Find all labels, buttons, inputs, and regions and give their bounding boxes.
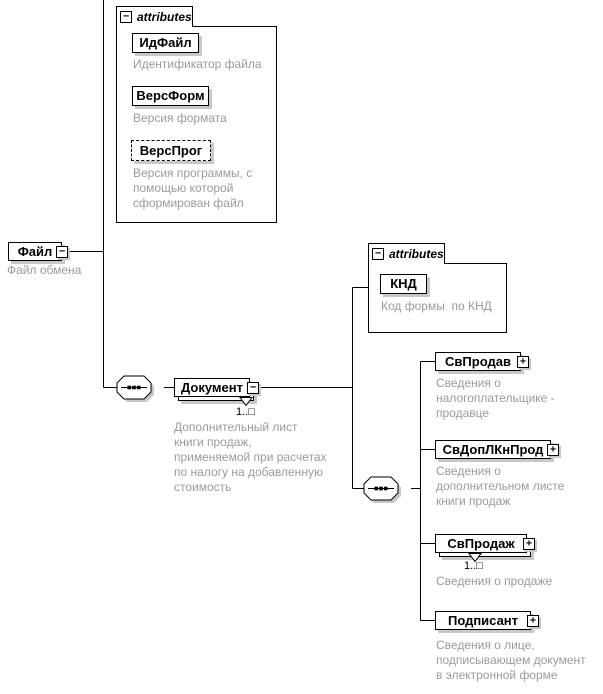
attributes-tab-document[interactable]: − attributes (368, 243, 445, 264)
svprodazh-annotation: Сведения о продаже (436, 574, 553, 588)
collapse-icon[interactable]: − (247, 382, 259, 394)
expand-icon[interactable]: + (517, 356, 529, 368)
sequence-compositor-document[interactable] (363, 476, 401, 503)
element-file-box[interactable]: Файл (8, 242, 62, 261)
attribute-versform-box[interactable]: ВерсФорм (132, 86, 209, 106)
element-svprodazh-box[interactable]: СвПродаж (435, 534, 527, 553)
expand-icon[interactable]: + (547, 444, 559, 456)
element-svdoplknprod-box[interactable]: СвДопЛКнПрод (435, 440, 551, 459)
document-occurs: 1..□ (236, 406, 255, 418)
expand-icon[interactable]: + (523, 538, 535, 550)
svdoplknprod-annotation: Сведения о дополнительном листе книги пр… (436, 464, 565, 508)
collapse-icon[interactable]: − (56, 246, 68, 258)
collapse-icon[interactable]: − (120, 11, 132, 23)
attribute-knd-box[interactable]: КНД (380, 274, 427, 294)
element-svprodav-box[interactable]: СвПродав (435, 352, 521, 371)
attribute-idfile-box[interactable]: ИдФайл (132, 33, 199, 53)
element-podpisant-box[interactable]: Подписант (435, 611, 531, 630)
expand-icon[interactable]: + (527, 615, 539, 627)
attribute-knd-annotation: Код формы по КНД (381, 299, 492, 313)
svprodav-annotation: Сведения о налогоплательщике - продавце (436, 376, 555, 420)
attributes-label: attributes (389, 247, 444, 261)
element-document-box[interactable]: Документ (174, 378, 250, 397)
attributes-label: attributes (137, 10, 192, 24)
collapse-icon[interactable]: − (372, 248, 384, 260)
attributes-body-document (368, 263, 507, 333)
document-annotation: Дополнительный лист книги продаж, примен… (174, 420, 327, 494)
attributes-tab-file[interactable]: − attributes (116, 6, 193, 27)
svprodazh-occurs: 1..□ (464, 560, 483, 572)
attribute-idfile-annotation: Идентификатор файла (133, 57, 262, 71)
sequence-icon (368, 486, 394, 491)
sequence-compositor-file[interactable] (116, 375, 154, 402)
podpisant-annotation: Сведения о лице, подписывающем документ … (436, 638, 586, 682)
file-annotation: Файл обмена (7, 263, 82, 277)
connector-lines-group (68, 0, 435, 621)
attribute-versform-annotation: Версия формата (133, 111, 227, 125)
attribute-versprog-annotation: Версия программы, с помощью которой сфор… (133, 166, 253, 210)
sequence-icon (121, 385, 147, 390)
attribute-versprog-box[interactable]: ВерсПрог (131, 140, 211, 161)
attributes-body-file (116, 26, 277, 223)
